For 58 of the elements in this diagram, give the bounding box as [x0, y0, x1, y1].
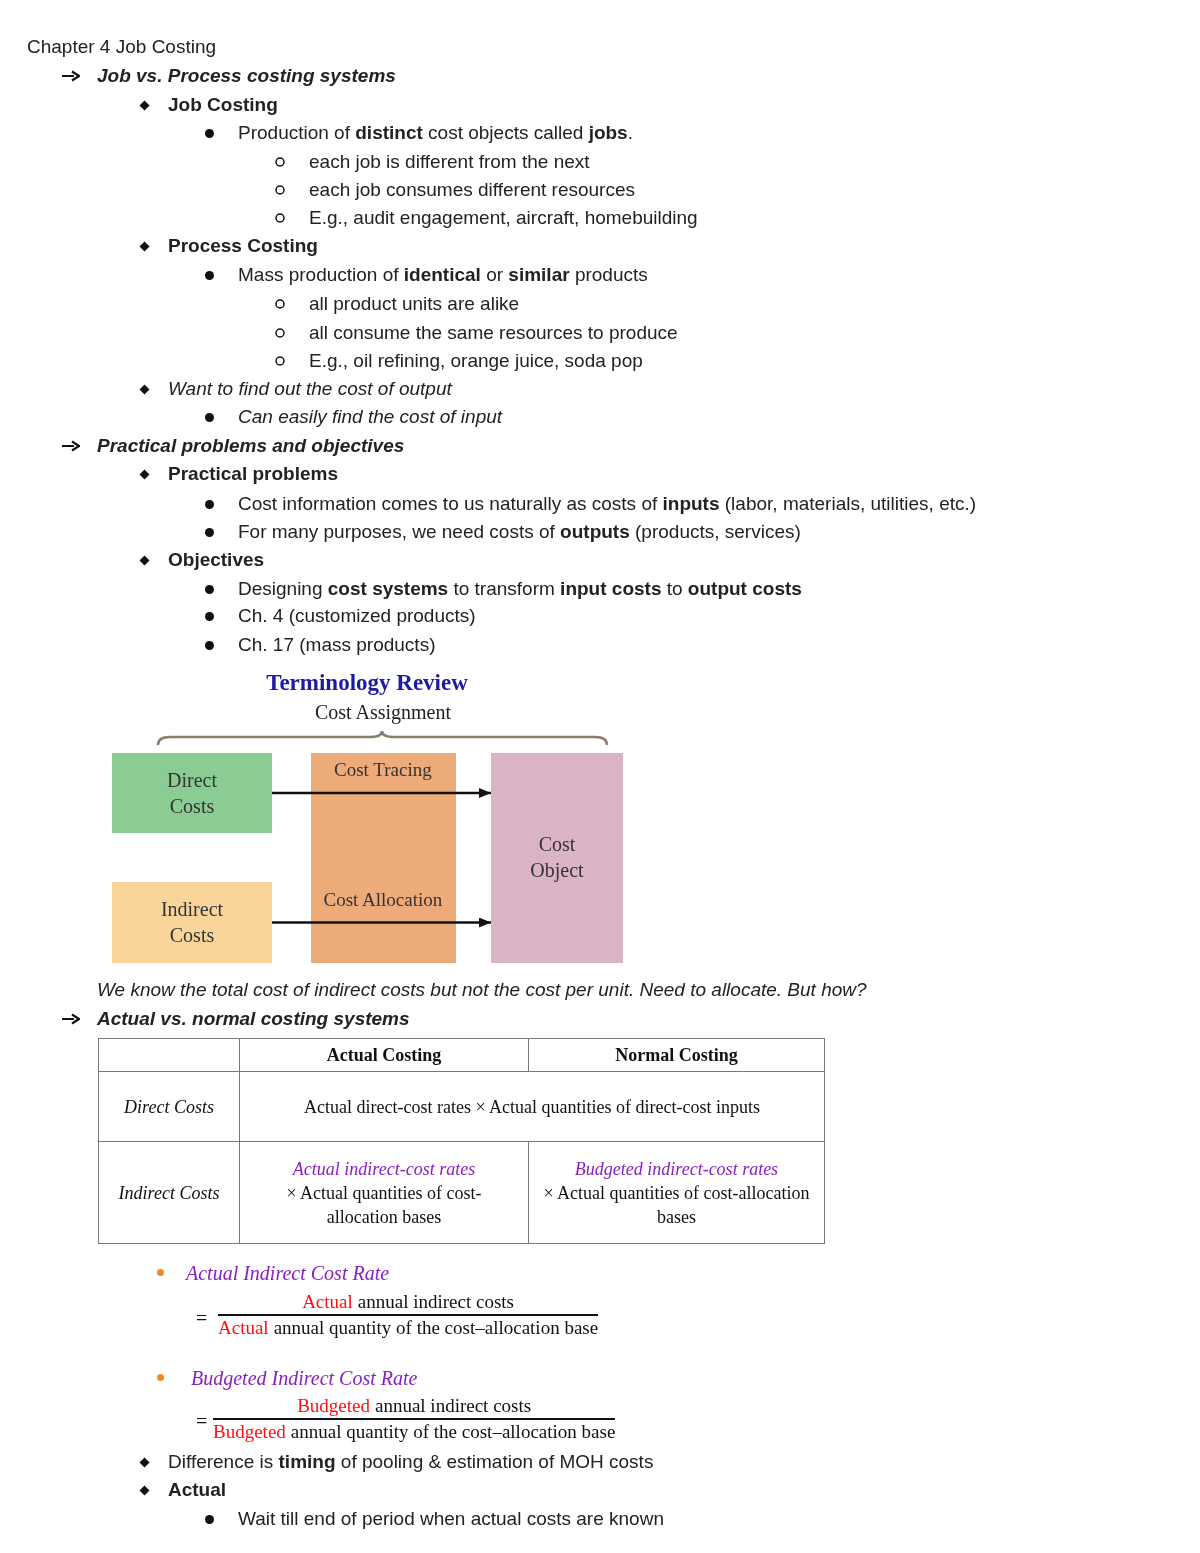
list-item-text: For many purposes, we need costs of outputs (products, services): [238, 520, 801, 544]
list-item-text: Mass production of identical or similar products: [238, 263, 648, 287]
column-heading: Actual Costing: [325, 1044, 443, 1067]
page-title: Chapter 4 Job Costing: [27, 35, 217, 59]
row-heading: Indirect Costs: [117, 1181, 221, 1205]
subheading: Objectives: [168, 548, 265, 572]
subheading: Job Costing: [168, 93, 278, 117]
list-item-text: all consume the same resources to produce: [309, 321, 678, 345]
arrow: [272, 788, 491, 798]
subheading: Practical problems: [168, 462, 339, 486]
highlighted-word: Budgeted: [297, 1395, 370, 1417]
list-item-text: E.g., audit engagement, aircraft, homebuilding: [309, 206, 698, 230]
cost-object-box: [491, 753, 623, 963]
table-entry: × Actual quantities of cost-allocation bases: [285, 1181, 483, 1229]
node-label: Indirect Costs: [159, 897, 225, 948]
list-item-text: E.g., oil refining, orange juice, soda pop: [309, 349, 643, 373]
highlighted-word: Budgeted: [213, 1421, 286, 1443]
formula-title: Budgeted Indirect Cost Rate: [191, 1366, 418, 1390]
brace-label: Cost Assignment: [313, 700, 453, 724]
table-entry: Actual indirect-cost rates: [291, 1157, 477, 1181]
equals-sign: =: [196, 1306, 208, 1330]
heading-text: Terminology Review: [265, 671, 469, 695]
arrow: [272, 917, 491, 928]
list-item-text: Ch. 17 (mass products): [238, 633, 436, 657]
list-item-text: each job consumes different resources: [309, 178, 635, 202]
section-heading: Actual vs. normal costing systems: [97, 1007, 410, 1031]
subheading: Process Costing: [168, 234, 318, 258]
node-label: Cost Object: [529, 832, 585, 883]
table-entry: Budgeted indirect-cost rates: [573, 1157, 780, 1181]
list-item-text: each job is different from the next: [309, 150, 590, 174]
numerator-text: annual indirect costs: [374, 1395, 532, 1417]
section-heading: Job vs. Process costing systems: [97, 64, 396, 88]
list-item-text: Ch. 4 (customized products): [238, 604, 476, 628]
cost-box: [112, 753, 272, 833]
equals-sign: =: [196, 1409, 208, 1433]
list-item-text: Can easily find the cost of input: [238, 405, 503, 429]
list-item-text: Difference is timing of pooling & estimation of MOH costs: [168, 1450, 654, 1474]
list-item-text: Wait till end of period when actual costs are known: [238, 1507, 664, 1531]
subheading: Actual: [168, 1478, 227, 1502]
cost-box: [112, 882, 272, 963]
numerator-text: annual indirect costs: [357, 1291, 514, 1313]
row-heading: Direct Costs: [123, 1095, 215, 1119]
list-item-text: Designing cost systems to transform input costs to output costs: [238, 577, 802, 601]
denominator-text: annual quantity of the cost–allocation base: [273, 1317, 599, 1339]
denominator-text: annual quantity of the cost–allocation base: [290, 1421, 616, 1443]
list-item-text: all product units are alike: [309, 292, 520, 316]
list-item-text: Want to find out the cost of output: [168, 377, 452, 401]
section-heading: Practical problems and objectives: [97, 434, 405, 458]
highlighted-word: Actual: [218, 1317, 269, 1339]
formula-title: Actual Indirect Cost Rate: [186, 1261, 390, 1285]
list-item-text: Production of distinct cost objects called jobs.: [238, 121, 633, 145]
caption-text: We know the total cost of indirect costs but not the cost per unit. Need to allocate. But how?: [97, 978, 867, 1002]
table-entry: × Actual quantities of cost-allocation bases: [542, 1181, 811, 1229]
column-heading: Normal Costing: [614, 1044, 739, 1067]
highlighted-word: Actual: [302, 1291, 353, 1313]
node-label: Direct Costs: [166, 768, 218, 819]
list-item-text: Cost information comes to us naturally as costs of inputs (labor, materials, utilities, etc.): [238, 492, 977, 516]
table-entry: Actual direct-cost rates × Actual quantities of direct-cost inputs: [303, 1095, 761, 1119]
